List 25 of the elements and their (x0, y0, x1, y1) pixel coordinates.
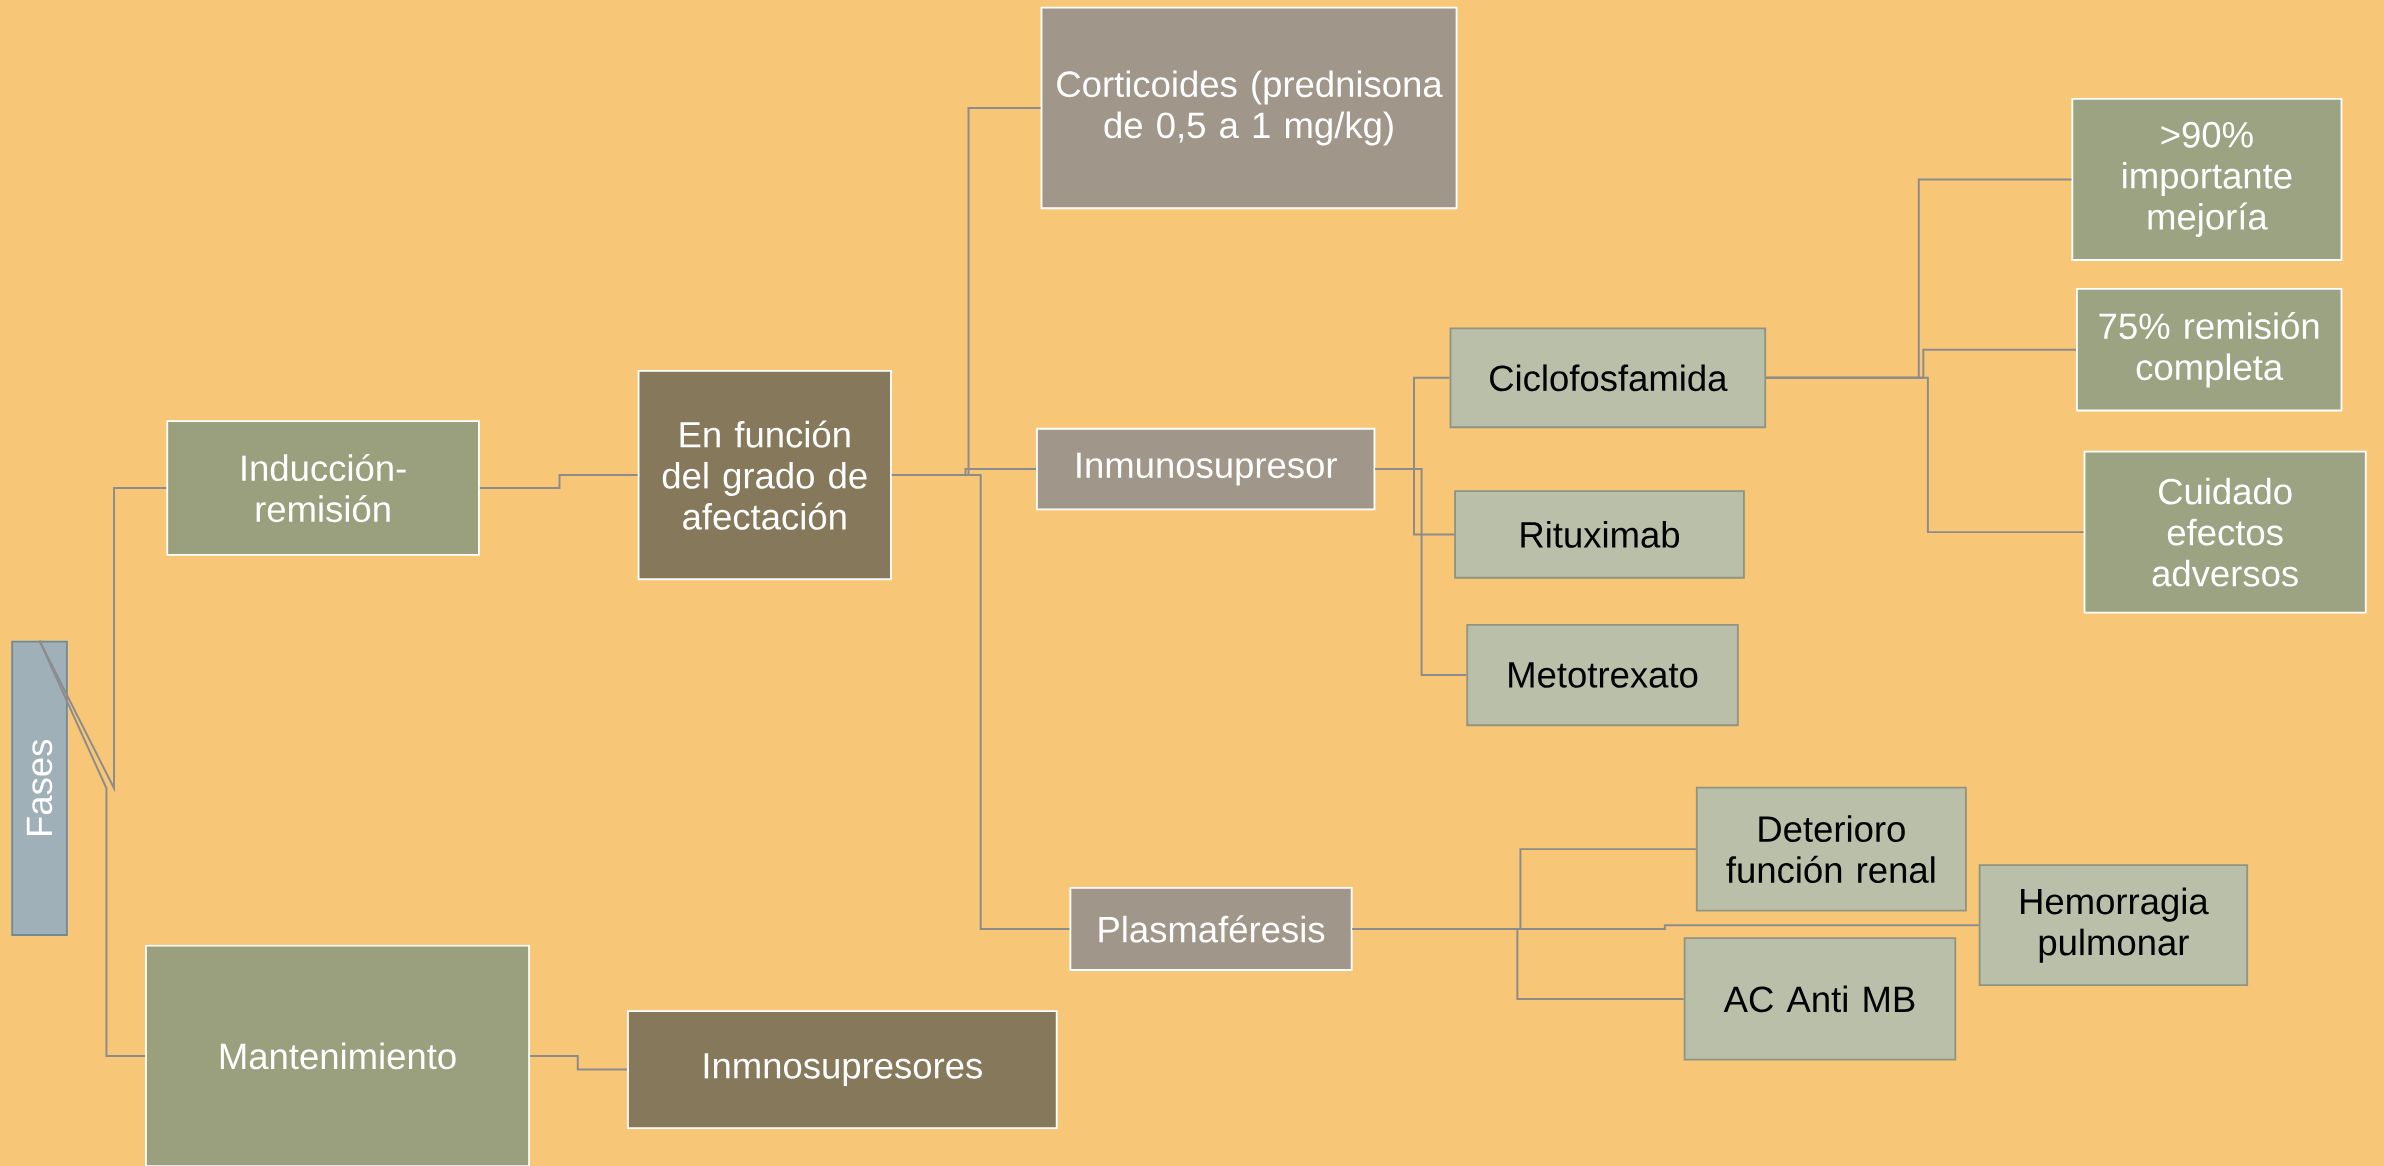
phase-box: Inducción-remisión (166, 420, 480, 556)
treatment-box: Hemorragia pulmonar (1978, 864, 2249, 987)
connector-line (1765, 376, 2085, 534)
connector-line (529, 1054, 628, 1071)
result-box: Cuidado efectos adversos (2083, 450, 2367, 614)
connector-line (38, 639, 147, 1057)
criterion-box: Inmnosupresores (627, 1010, 1058, 1129)
treatment-box: Plasmaféresis (1069, 886, 1353, 971)
result-box: 75% remisión completa (2076, 287, 2343, 412)
treatment-box: AC Anti MB (1683, 937, 1957, 1061)
treatment-box: Inmunosupresor (1036, 427, 1376, 511)
treatment-box: Deterioro función renal (1695, 786, 1967, 912)
treatment-box: Rituximab (1454, 490, 1745, 579)
connector-line (1351, 927, 1685, 1000)
connector-line (890, 474, 1071, 930)
connector-line (38, 487, 168, 793)
treatment-box: Metotrexato (1466, 623, 1739, 727)
phase-box: Fases (11, 640, 68, 936)
criterion-box: En función del grado de afectación (637, 370, 892, 581)
treatment-box: Ciclofosfamida (1449, 327, 1767, 429)
phase-box: Mantenimiento (145, 944, 530, 1166)
connector-line (478, 474, 639, 489)
result-box: >90% importante mejoría (2071, 97, 2343, 261)
connector-line (1374, 467, 1468, 676)
treatment-box: Corticoides (prednisona de 0,5 a 1 mg/kg) (1040, 6, 1458, 210)
